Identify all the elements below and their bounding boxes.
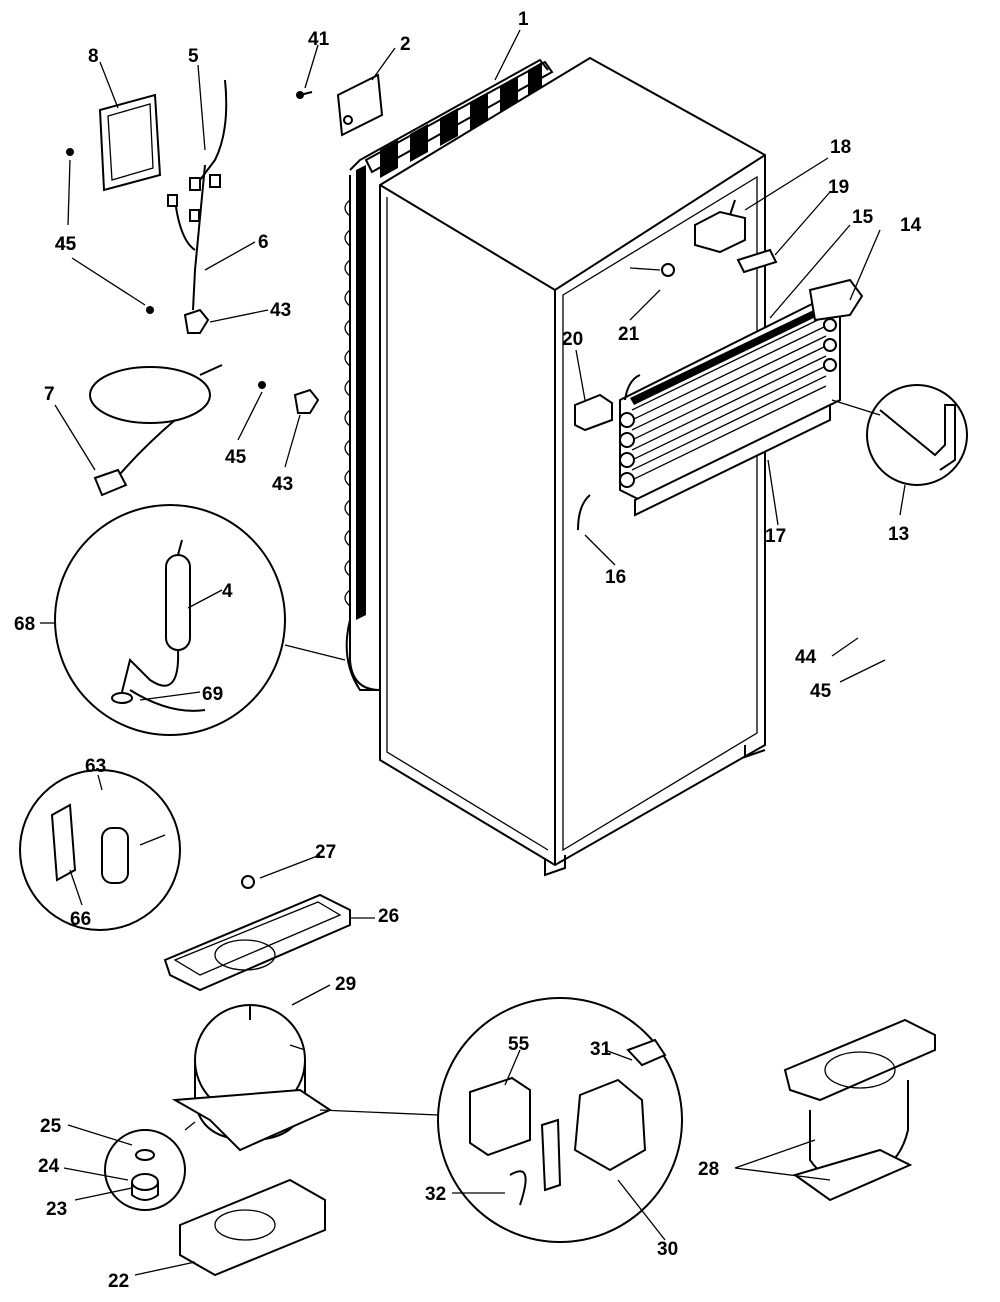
callout-6: 6: [258, 232, 269, 253]
drain-pan: [163, 893, 351, 992]
leader-lines: [40, 29, 906, 1276]
callout-66: 66: [70, 909, 91, 930]
callout-28: 28: [698, 1159, 719, 1180]
part-16-shape: [577, 494, 591, 531]
wiring-harness: [167, 79, 228, 311]
part-21-shape: [661, 263, 675, 277]
evaporator-assembly: [619, 298, 841, 517]
callout-20: 20: [562, 329, 583, 350]
callout-43-a: 43: [270, 300, 291, 321]
callout-15: 15: [852, 207, 874, 228]
callout-22: 22: [108, 1271, 129, 1292]
capacitor-detail: [19, 769, 181, 931]
callout-14: 14: [900, 215, 922, 236]
callout-30: 30: [657, 1239, 678, 1260]
callout-24: 24: [38, 1156, 60, 1177]
grommet-detail: [104, 1121, 196, 1211]
callout-31: 31: [590, 1039, 612, 1060]
refrigerator-cabinet: [379, 56, 766, 877]
callout-5: 5: [188, 46, 199, 67]
callout-1: 1: [518, 9, 529, 30]
callout-13: 13: [888, 524, 909, 545]
part-2-shape: [336, 73, 384, 137]
defrost-heater-detail: [831, 384, 968, 486]
callout-17: 17: [765, 526, 786, 547]
callout-19: 19: [828, 177, 849, 198]
part-27-shape: [241, 875, 255, 889]
callout-41: 41: [308, 29, 330, 50]
callout-32: 32: [425, 1184, 446, 1205]
callout-29: 29: [335, 974, 356, 995]
callout-21: 21: [618, 324, 640, 345]
part-18-shape: [694, 210, 746, 254]
callout-23: 23: [46, 1199, 67, 1220]
callout-44: 44: [795, 647, 817, 668]
callout-63: 63: [85, 756, 106, 777]
condenser-coil: [344, 58, 554, 691]
callout-8: 8: [88, 46, 99, 67]
callout-labels: 1 2 41 8 5 6 45 45 43 43 7 45 18 19 15 1…: [14, 9, 922, 1292]
compressor-assembly-alt: [783, 1018, 936, 1202]
part-43-shape: [183, 308, 210, 334]
part-20-shape: [574, 393, 613, 432]
callout-16: 16: [605, 567, 626, 588]
callout-68: 68: [14, 614, 35, 635]
part-19-shape: [736, 248, 778, 274]
compressor: [171, 1004, 333, 1152]
callout-4: 4: [222, 581, 233, 602]
callout-69: 69: [202, 684, 223, 705]
callout-25: 25: [40, 1116, 62, 1137]
part-14-shape: [808, 278, 864, 322]
callout-45-c: 45: [55, 234, 77, 255]
callout-45-a: 45: [55, 234, 77, 255]
callout-18: 18: [830, 137, 851, 158]
part-8-shape: [98, 93, 162, 192]
callout-7: 7: [44, 384, 55, 405]
callout-43-b: 43: [272, 474, 293, 495]
callout-27: 27: [315, 842, 336, 863]
drier-detail: [54, 504, 346, 736]
compressor-base: [179, 1178, 326, 1277]
relay-detail: [319, 997, 683, 1243]
callout-26: 26: [378, 906, 399, 927]
part-43b-shape: [293, 388, 320, 414]
callout-55: 55: [508, 1034, 530, 1055]
callout-45-b: 45: [225, 447, 247, 468]
callout-45-d: 45: [810, 681, 832, 702]
callout-2: 2: [400, 34, 411, 55]
power-cord: [89, 364, 223, 497]
